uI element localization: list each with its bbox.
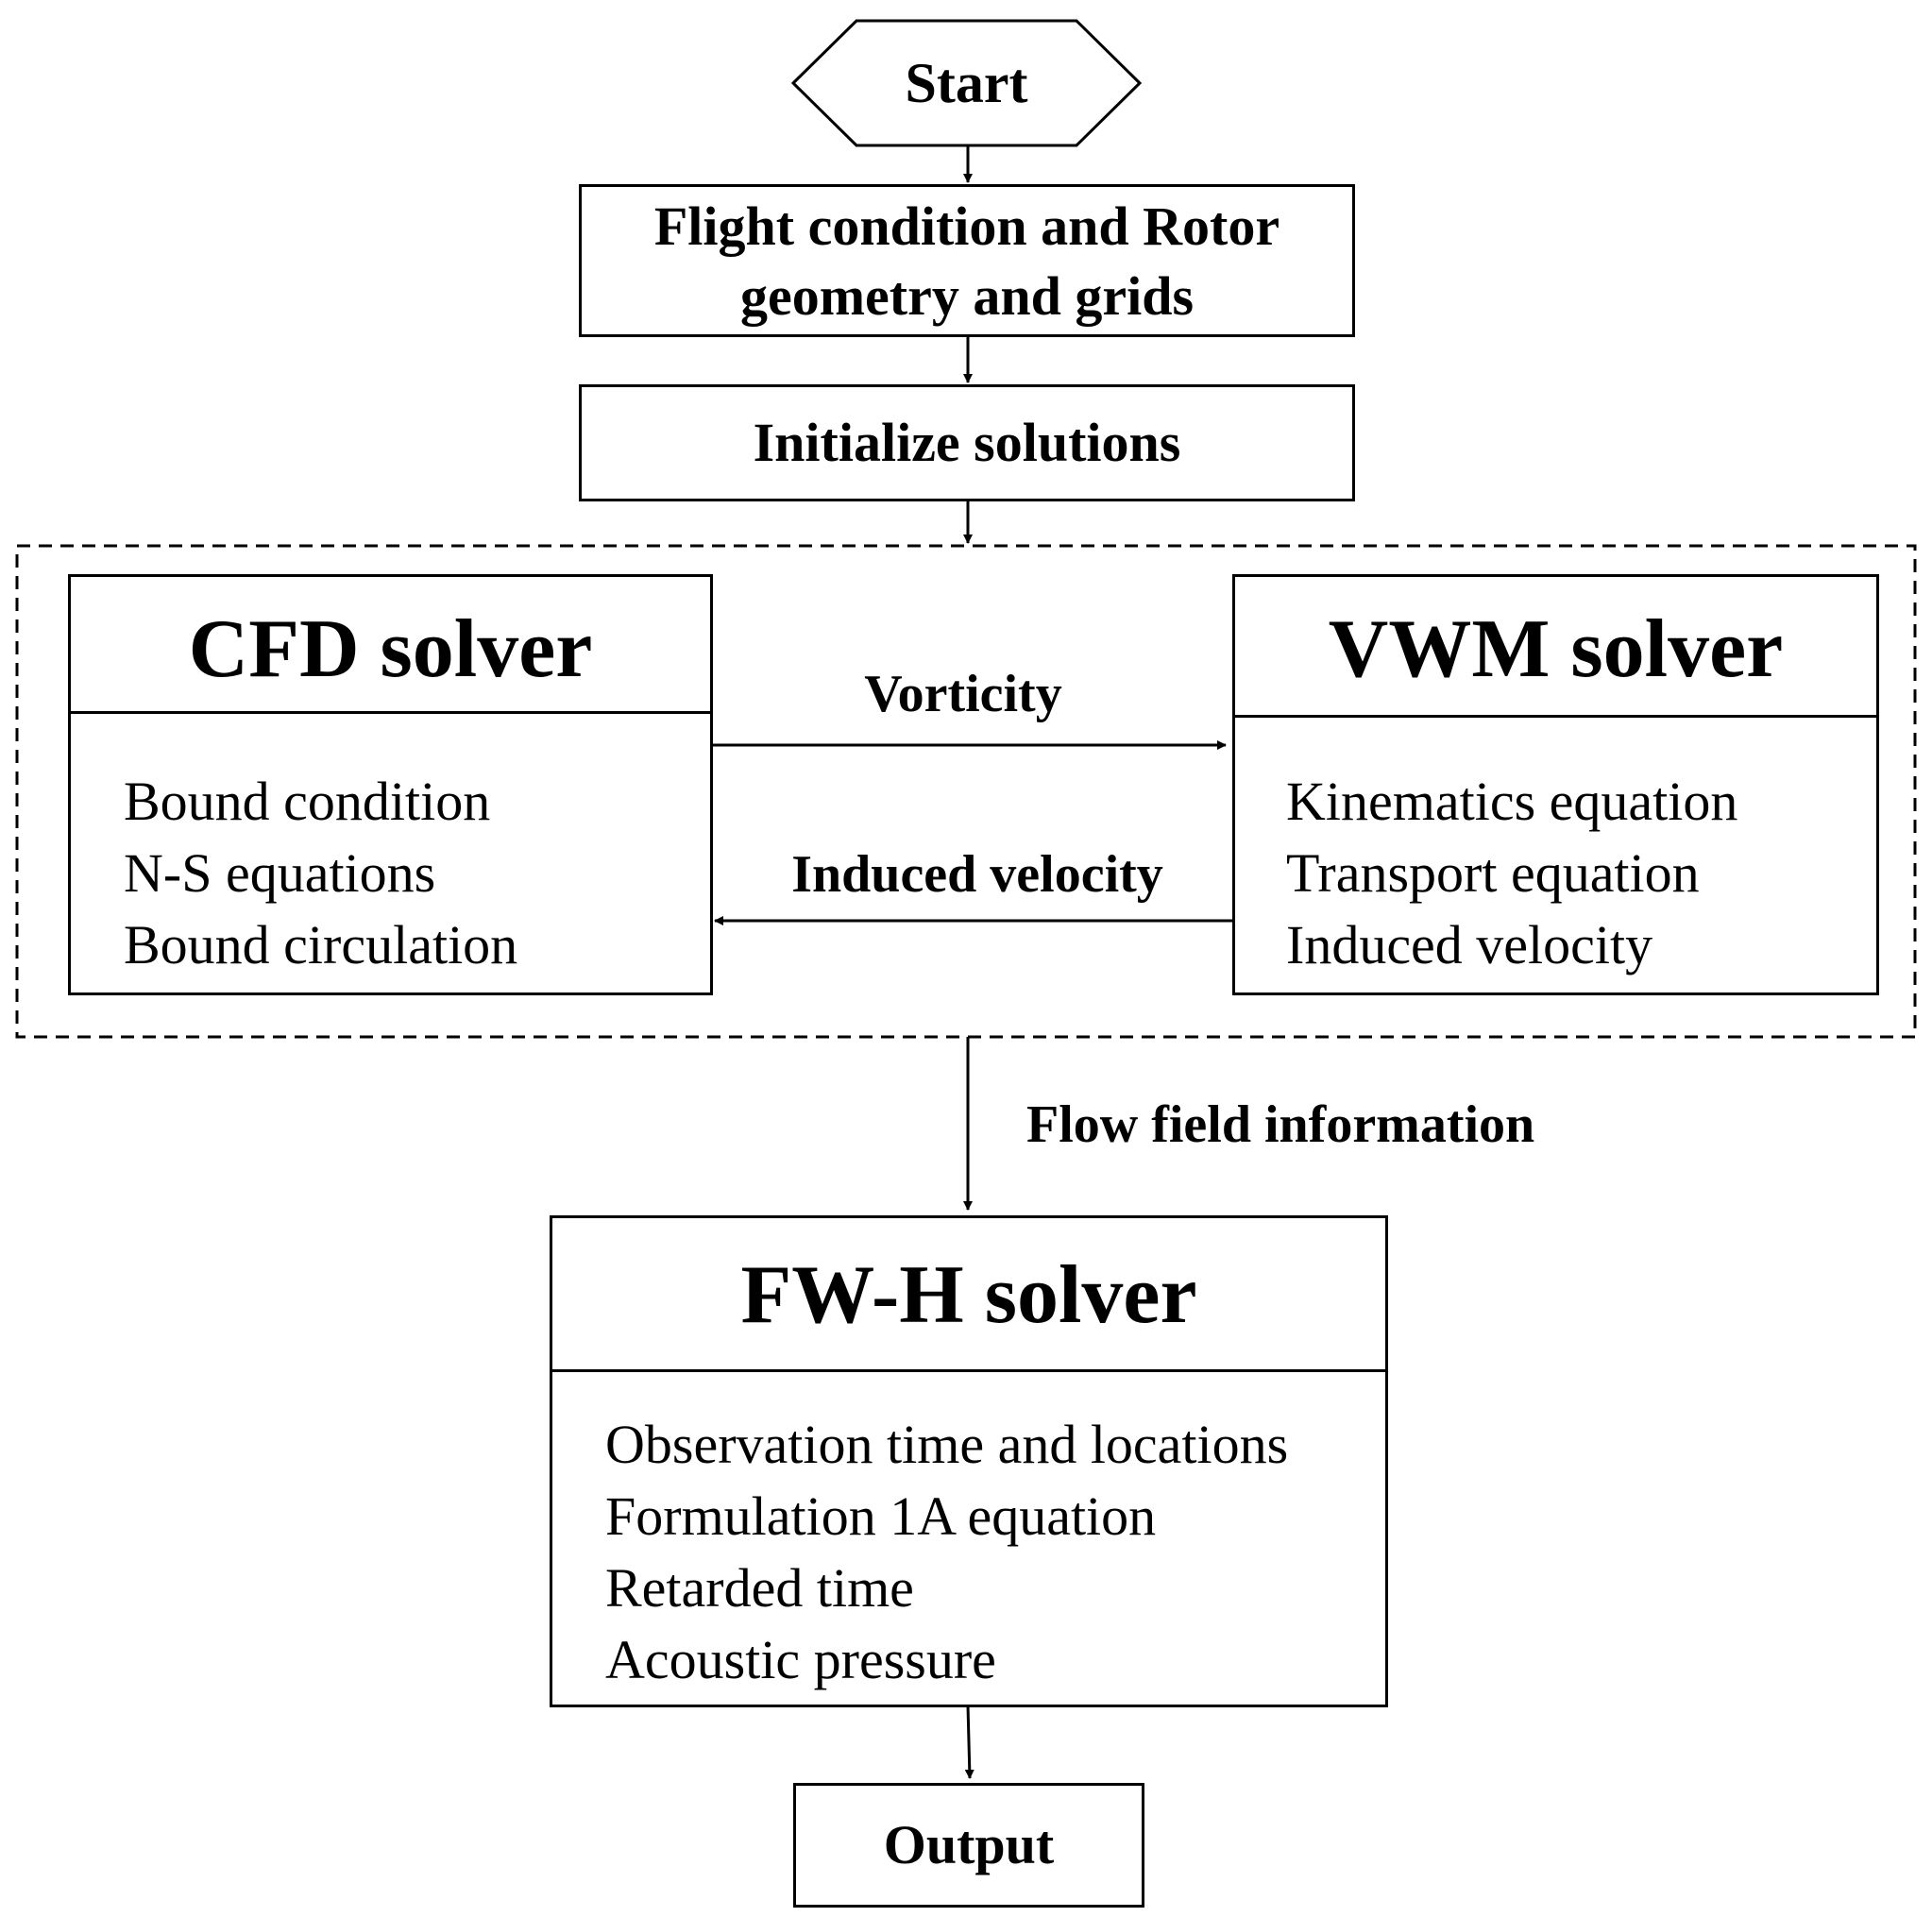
initialize-box: Initialize solutions [579,384,1355,501]
flight-condition-box: Flight condition and Rotor geometry and … [579,184,1355,337]
start-label: Start [905,52,1028,114]
fwh-solver-title: FW-H solver [740,1249,1197,1341]
vwm-item: Transport equation [1286,842,1700,904]
fwh-item: Acoustic pressure [605,1629,996,1690]
vwm-item: Kinematics equation [1286,771,1738,832]
start-terminal-shape [790,19,1143,147]
flight-condition-line1: Flight condition and Rotor [653,195,1280,257]
cfd-item: Bound condition [124,771,491,832]
vwm-solver-box: VWM solver Kinematics equation Transport… [1232,574,1879,995]
cfd-solver-title: CFD solver [188,603,593,695]
output-box: Output [793,1783,1144,1908]
cfd-solver-box: CFD solver Bound condition N-S equations… [68,574,713,995]
vwm-item: Induced velocity [1286,914,1653,975]
initialize-label: Initialize solutions [753,412,1181,473]
vorticity-label: Vorticity [864,665,1062,723]
vwm-solver-items: Kinematics equation Transport equation I… [1286,766,1737,981]
arrow-fwh-to-output [964,1705,974,1779]
output-label: Output [883,1814,1055,1875]
fwh-item: Observation time and locations [605,1414,1289,1475]
fwh-item: Formulation 1A equation [605,1485,1157,1547]
fwh-solver-box: FW-H solver Observation time and locatio… [550,1215,1388,1707]
flight-condition-line2: geometry and grids [739,265,1195,327]
fwh-solver-items: Observation time and locations Formulati… [605,1409,1288,1696]
cfd-item: Bound circulation [124,914,518,975]
cfd-solver-divider [71,711,710,714]
fwh-solver-divider [552,1369,1385,1372]
fwh-item: Retarded time [605,1557,914,1619]
cfd-item: N-S equations [124,842,436,904]
flow-field-label: Flow field information [1026,1095,1535,1154]
vwm-solver-divider [1235,715,1876,718]
induced-velocity-label: Induced velocity [791,845,1163,904]
vwm-solver-title: VWM solver [1328,603,1784,695]
cfd-solver-items: Bound condition N-S equations Bound circ… [124,766,517,981]
